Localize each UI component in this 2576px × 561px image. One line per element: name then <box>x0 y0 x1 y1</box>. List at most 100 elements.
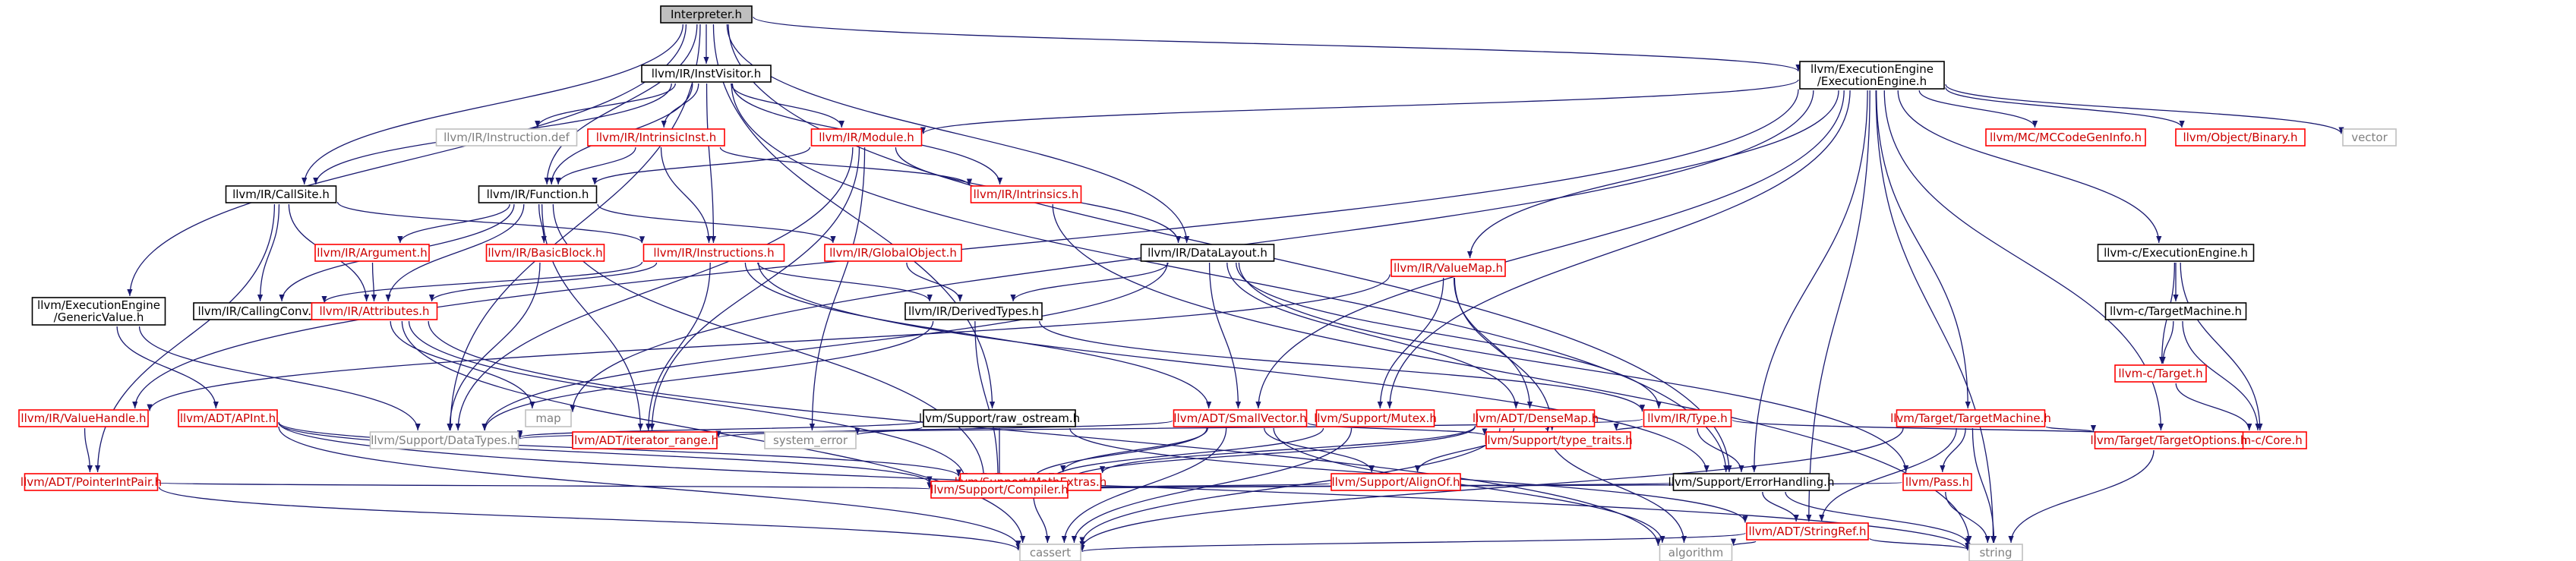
node-interpreter[interactable]: Interpreter.h <box>660 5 753 24</box>
node-label: llvm/IR/Intrinsics.h <box>974 188 1079 201</box>
node-valuemap[interactable]: llvm/IR/ValueMap.h <box>1391 259 1506 277</box>
node-argument[interactable]: llvm/IR/Argument.h <box>314 244 430 262</box>
node-box <box>1391 259 1506 277</box>
node-densemap[interactable]: llvm/ADT/DenseMap.h <box>1473 409 1599 427</box>
edge-line <box>1945 84 2344 134</box>
node-label: /GenericValue.h <box>54 310 144 324</box>
node-label: llvm-c/ExecutionEngine.h <box>2104 246 2248 260</box>
node-errorhandling[interactable]: llvm/Support/ErrorHandling.h <box>1668 473 1835 491</box>
node-c-execengine[interactable]: llvm-c/ExecutionEngine.h <box>2097 244 2255 262</box>
edge-line <box>1751 90 1868 473</box>
node-c-targetmachine[interactable]: llvm-c/TargetMachine.h <box>2104 302 2247 320</box>
edge-execengine-to-stringref <box>1806 90 1870 522</box>
edge-errorhandling-to-string <box>1785 491 1971 545</box>
node-compiler[interactable]: llvm/Support/Compiler.h <box>930 481 1069 499</box>
node-label: string <box>1979 546 2012 559</box>
node-globalobject[interactable]: llvm/IR/GlobalObject.h <box>824 244 962 262</box>
edge-smallvector-to-type-traits <box>1307 422 1488 436</box>
node-targetmachine[interactable]: llvm/Target/TargetMachine.h <box>1890 409 2051 427</box>
edge-execengine-to-valuehandle <box>132 89 1799 409</box>
node-module[interactable]: llvm/IR/Module.h <box>810 128 923 147</box>
node-system-error: system_error <box>764 431 857 449</box>
node-callingconv[interactable]: llvm/IR/CallingConv.h <box>193 302 324 320</box>
node-datalayout[interactable]: llvm/IR/DataLayout.h <box>1140 244 1275 262</box>
edge-line <box>719 147 972 186</box>
node-mccodegeninfo[interactable]: llvm/MC/MCCodeGenInfo.h <box>1985 128 2146 147</box>
edge-line <box>1453 277 1533 409</box>
edge-datalayout-to-smallvector <box>1208 262 1242 409</box>
node-type-traits[interactable]: llvm/Support/type_traits.h <box>1484 431 1633 449</box>
node-raw-ostream[interactable]: llvm/Support/raw_ostream.h <box>919 409 1080 427</box>
node-smallvector[interactable]: llvm/ADT/SmallVector.h <box>1173 409 1308 427</box>
node-type[interactable]: llvm/IR/Type.h <box>1643 409 1732 427</box>
node-instvisitor[interactable]: llvm/IR/InstVisitor.h <box>641 65 772 83</box>
edge-line <box>408 320 968 481</box>
edge-c-targetmachine-to-c-target <box>2160 320 2174 364</box>
edge-line <box>1039 320 1645 412</box>
edge-line <box>592 147 811 185</box>
edge-line <box>1010 262 1169 302</box>
edge-type-to-errorhandling <box>1697 427 1744 473</box>
node-function[interactable]: llvm/IR/Function.h <box>478 185 598 203</box>
node-pass[interactable]: llvm/Pass.h <box>1902 473 1972 491</box>
node-targetoptions[interactable]: llvm/Target/TargetOptions.h <box>2091 431 2248 449</box>
edge-line <box>1940 427 1966 473</box>
edge-line <box>428 262 658 302</box>
edge-callsite-to-pointerintpair <box>94 203 276 473</box>
node-apint[interactable]: llvm/ADT/APInt.h <box>178 409 278 427</box>
edge-instructions-to-attributes <box>428 262 658 302</box>
node-basicblock[interactable]: llvm/IR/BasicBlock.h <box>485 244 605 262</box>
node-box <box>904 302 1043 320</box>
node-attributes[interactable]: llvm/IR/Attributes.h <box>311 302 438 320</box>
node-intrinsicinst[interactable]: llvm/IR/IntrinsicInst.h <box>587 128 725 147</box>
node-label: llvm/ExecutionEngine <box>1810 62 1934 76</box>
edge-execengine-to-module <box>920 79 1799 134</box>
edge-pointerintpair-to-compiler <box>158 481 931 490</box>
edge-line <box>1307 422 1488 436</box>
node-objbinary[interactable]: llvm/Object/Binary.h <box>2175 128 2306 147</box>
edge-line <box>1897 90 2162 244</box>
node-label: llvm/IR/Argument.h <box>317 246 427 260</box>
node-execengine[interactable]: llvm/ExecutionEngine/ExecutionEngine.h <box>1799 61 1945 90</box>
node-box <box>2104 302 2247 320</box>
node-label: algorithm <box>1668 546 1723 559</box>
edge-line <box>535 83 676 128</box>
edge-globalobject-to-derivedtypes <box>906 262 963 302</box>
edge-datalayout-to-datatypes <box>481 262 1168 431</box>
edge-line <box>1061 427 1227 544</box>
edge-argument-to-attributes <box>371 262 377 302</box>
edge-line <box>1100 425 1476 474</box>
node-c-core[interactable]: llvm-c/Core.h <box>2222 431 2307 449</box>
node-box <box>1968 544 2023 561</box>
edge-line <box>757 262 933 302</box>
edge-line <box>744 262 1212 409</box>
edge-line <box>278 426 1021 548</box>
node-pointerintpair[interactable]: llvm/ADT/PointerIntPair.h <box>21 473 162 491</box>
node-label: llvm/Support/type_traits.h <box>1484 433 1633 448</box>
node-callsite[interactable]: llvm/IR/CallSite.h <box>225 185 337 203</box>
node-string: string <box>1968 544 2023 561</box>
edge-line <box>1032 491 1050 544</box>
edge-module-to-iterator-range <box>649 147 860 431</box>
node-label: llvm/IR/ValueHandle.h <box>21 411 146 425</box>
edge-stringref-to-algorithm <box>1730 538 1757 547</box>
edge-line <box>1060 427 1208 473</box>
node-derivedtypes[interactable]: llvm/IR/DerivedTypes.h <box>904 302 1043 320</box>
edge-execengine-to-targetmachine <box>1876 90 1971 409</box>
node-stringref[interactable]: llvm/ADT/StringRef.h <box>1746 522 1869 541</box>
edge-instructions-to-errorhandling <box>758 262 1709 473</box>
edge-line <box>715 420 1173 439</box>
node-mutex[interactable]: llvm/Support/Mutex.h <box>1314 409 1437 427</box>
node-intrinsics[interactable]: llvm/IR/Intrinsics.h <box>970 185 1082 203</box>
node-box <box>178 409 278 427</box>
node-valuehandle[interactable]: llvm/IR/ValueHandle.h <box>18 409 149 427</box>
node-iterator-range[interactable]: llvm/ADT/iterator_range.h <box>571 431 718 449</box>
node-instructions[interactable]: llvm/IR/Instructions.h <box>642 244 785 262</box>
node-genericvalue[interactable]: llvm/ExecutionEngine/GenericValue.h <box>31 297 166 326</box>
edge-targetmachine-to-pass <box>1940 427 1966 473</box>
node-c-target[interactable]: llvm-c/Target.h <box>2114 364 2207 383</box>
node-box <box>2342 128 2397 147</box>
node-label: llvm/Target/TargetMachine.h <box>1890 411 2051 425</box>
node-alignof[interactable]: llvm/Support/AlignOf.h <box>1331 473 1461 491</box>
